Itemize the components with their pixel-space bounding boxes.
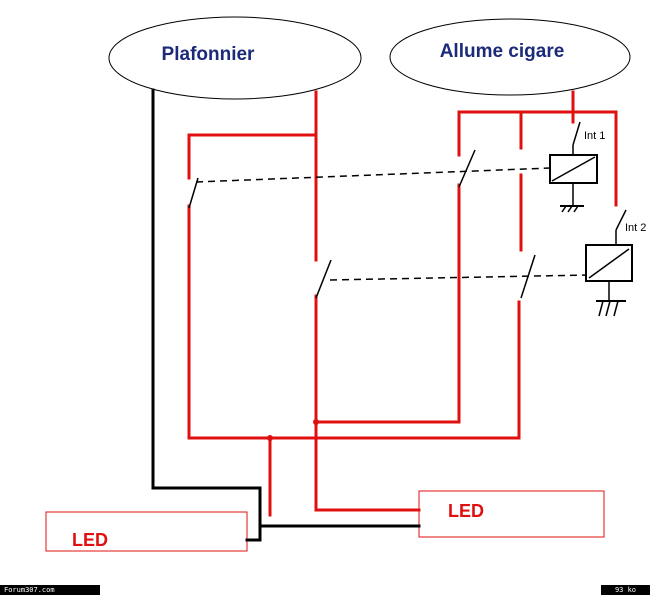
footer-size-text: 93 ko: [614, 586, 637, 594]
black-wires: [151, 88, 421, 542]
red-wire-mid-switch-out: [314, 183, 461, 424]
allume-cigare-label: Allume cigare: [440, 41, 565, 62]
int1-coil: [549, 145, 598, 213]
led-left-box: [45, 511, 248, 552]
footer-site: Forum307.com: [0, 585, 100, 595]
black-wire-led-link: [245, 524, 421, 542]
red-wire-plafonnier-branch: [187, 133, 318, 180]
led-left-label: LED: [72, 530, 108, 550]
led-right-box: [418, 490, 605, 538]
int2-label: Int 2: [625, 222, 646, 234]
black-wire-plafonnier: [151, 88, 262, 542]
int1-switch: [572, 121, 581, 146]
red-wire-to-led-right: [314, 420, 421, 512]
plafonnier-ellipse: [108, 16, 362, 100]
allume-cigare-ellipse: [389, 18, 631, 96]
red-wire-left-switch-out: [187, 204, 521, 440]
footer-size: 93 ko: [601, 585, 650, 595]
link-upper: [195, 167, 551, 183]
switch-right-1: [458, 149, 476, 188]
junction-dot: [313, 419, 319, 425]
int1-label: Int 1: [584, 130, 605, 142]
int2-coil: [585, 230, 633, 317]
switch-left: [188, 177, 199, 209]
int2-switch: [615, 209, 627, 231]
junction-dot: [267, 435, 273, 441]
mechanical-links: [195, 167, 589, 281]
led-right-label: LED: [448, 501, 484, 521]
switch-contacts: [188, 121, 627, 299]
footer-site-text: Forum307.com: [4, 586, 55, 594]
switch-mid: [315, 259, 332, 299]
red-wires: [187, 90, 618, 517]
plafonnier-label: Plafonnier: [162, 44, 256, 65]
